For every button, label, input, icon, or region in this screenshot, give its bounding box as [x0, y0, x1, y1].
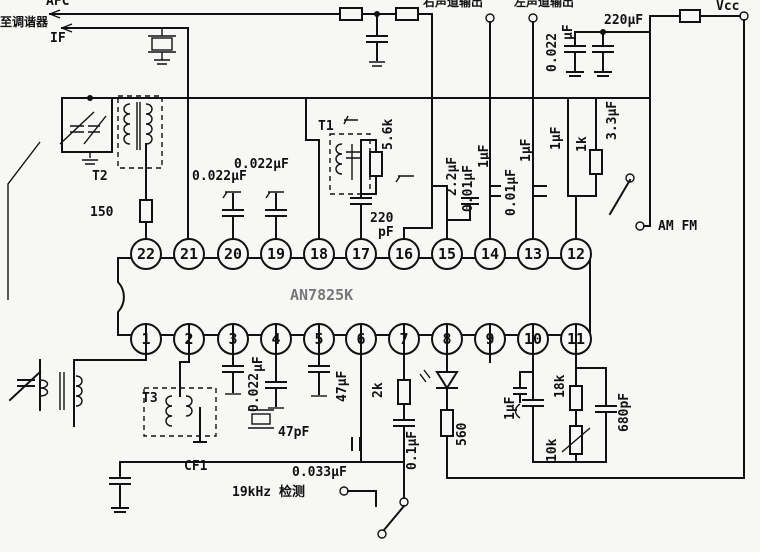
c-01uf-label: 0.1μF	[405, 431, 420, 470]
c-220pf-label: 220	[370, 211, 394, 226]
pin-3-5-caps: 0.022 μF 47pF 47μF	[222, 323, 350, 440]
pin-16-label: 16	[395, 245, 413, 263]
pin-19-20-caps: 0.022μF 0.022μF	[192, 157, 289, 239]
t1-label: T1	[318, 119, 334, 134]
c-1uf-c-label: 1μF	[549, 126, 564, 150]
audio-outputs: 右声道输出 左声道输出	[422, 0, 574, 239]
tuner-connection: AFC 至调谐器 IF	[0, 0, 341, 239]
am-fm-switch: 1k 3.3μF AM FM	[567, 97, 697, 239]
pin-12-label: 12	[567, 245, 585, 263]
t3-label: T3	[142, 391, 158, 406]
r-10k-label: 10k	[545, 438, 560, 462]
detect-19k-label: 19kHz 检测	[232, 484, 305, 500]
left-out-label: 左声道输出	[513, 0, 574, 9]
t2-label: T2	[92, 169, 108, 184]
c-001uf-b-label: 0.01μF	[504, 169, 519, 216]
right-out-label: 右声道输出	[422, 0, 483, 9]
ic-part-number: AN7825K	[290, 286, 353, 304]
t1-network: T1 5.6k 220 pF	[305, 97, 414, 240]
pin-19-label: 19	[267, 245, 285, 263]
c-1uf-b-label: 1μF	[519, 138, 534, 162]
c-220uf-label: 220μF	[604, 13, 643, 28]
r-56k-label: 5.6k	[381, 119, 396, 150]
c-0022-top-unit: μF	[561, 24, 576, 40]
c-1uf-d-label: 1μF	[503, 396, 518, 420]
pin-8-led: 560	[419, 323, 470, 479]
top-pins: 22 21 20 19 18 17 16 15 14 13 12	[130, 238, 592, 270]
c-0022-p4-label: 0.022	[247, 373, 262, 412]
pin-13-label: 13	[524, 245, 542, 263]
pin-10-11-network: 1μF 18k 10k 680pF	[489, 323, 632, 463]
c-0022-top-label: 0.022	[545, 33, 560, 72]
c-22uf-label: 2.2μF	[445, 157, 460, 196]
t3-cf1-network: T3 CF1	[8, 323, 405, 513]
pin-20-label: 20	[224, 245, 242, 263]
c-0022-p4-unit: μF	[251, 356, 266, 372]
r-2k-label: 2k	[371, 382, 386, 398]
t2-tuning: T2 150	[7, 95, 163, 300]
c-680pf-label: 680pF	[617, 393, 632, 432]
c-1uf-a-label: 1μF	[477, 144, 492, 168]
r-1k-label: 1k	[575, 136, 590, 152]
pin-6-7-network: 2k 0.1μF 0.033μF 19kHz 检测	[232, 323, 420, 539]
afc-filter	[339, 7, 433, 239]
pin-13-15-caps: 2.2μF 0.01μF 1μF 0.01μF 1μF 1μF	[431, 126, 564, 239]
c-220pf-unit: pF	[378, 225, 394, 240]
afc-label: AFC	[46, 0, 69, 9]
to-tuner-label: 至调谐器	[0, 14, 49, 29]
c-001uf-a-label: 0.01μF	[461, 165, 476, 212]
r-560-label: 560	[455, 422, 470, 446]
pin-17-label: 17	[352, 245, 370, 263]
c-47pf-label: 47pF	[278, 425, 309, 440]
r-18k-label: 18k	[553, 374, 568, 398]
if-label: IF	[50, 31, 66, 46]
c-0033uf-label: 0.033μF	[292, 465, 347, 480]
c-0022-19-label: 0.022μF	[234, 157, 289, 172]
c-47uf-label: 47μF	[335, 371, 350, 402]
am-fm-label: AM FM	[658, 219, 697, 234]
c-33uf-label: 3.3μF	[605, 101, 620, 140]
pin-15-label: 15	[438, 245, 456, 263]
vcc-label: Vcc	[716, 0, 739, 14]
r-150-label: 150	[90, 205, 114, 220]
pin-14-label: 14	[481, 245, 499, 263]
pin-18-label: 18	[310, 245, 328, 263]
vcc-rail: Vcc 220μF 0.022 μF	[61, 0, 749, 479]
c-0022-20-label: 0.022μF	[192, 169, 247, 184]
pin-21-label: 21	[180, 245, 198, 263]
pin-22-label: 22	[137, 245, 155, 263]
